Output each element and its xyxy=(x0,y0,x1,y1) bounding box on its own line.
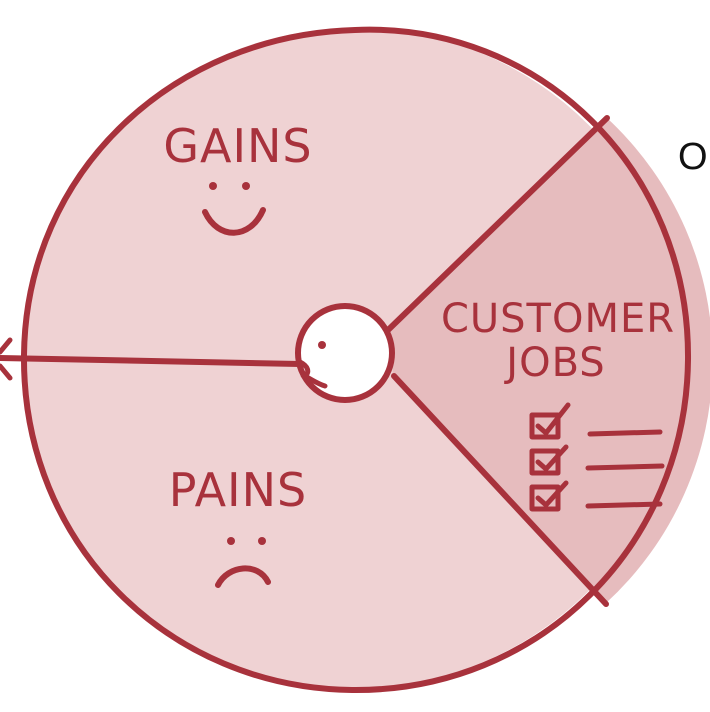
partial-letter: O xyxy=(678,136,708,178)
customer-jobs-sector xyxy=(388,118,710,604)
sad-face-icon xyxy=(215,537,271,588)
smile-face-icon xyxy=(202,182,266,236)
profile-head-icon xyxy=(295,303,395,403)
divider-line-top xyxy=(383,115,610,335)
gains-label: GAINS xyxy=(163,119,312,173)
customer-jobs-label-line2: JOBS xyxy=(503,340,605,386)
pains-label: PAINS xyxy=(169,463,307,517)
arrow-head-icon xyxy=(0,337,13,381)
divider-line-bottom xyxy=(391,373,609,607)
divider-line-left xyxy=(0,355,303,367)
profile-circle-outline xyxy=(20,26,692,694)
customer-jobs-label-line1: CUSTOMER xyxy=(441,296,675,342)
checklist-icon xyxy=(529,402,665,512)
